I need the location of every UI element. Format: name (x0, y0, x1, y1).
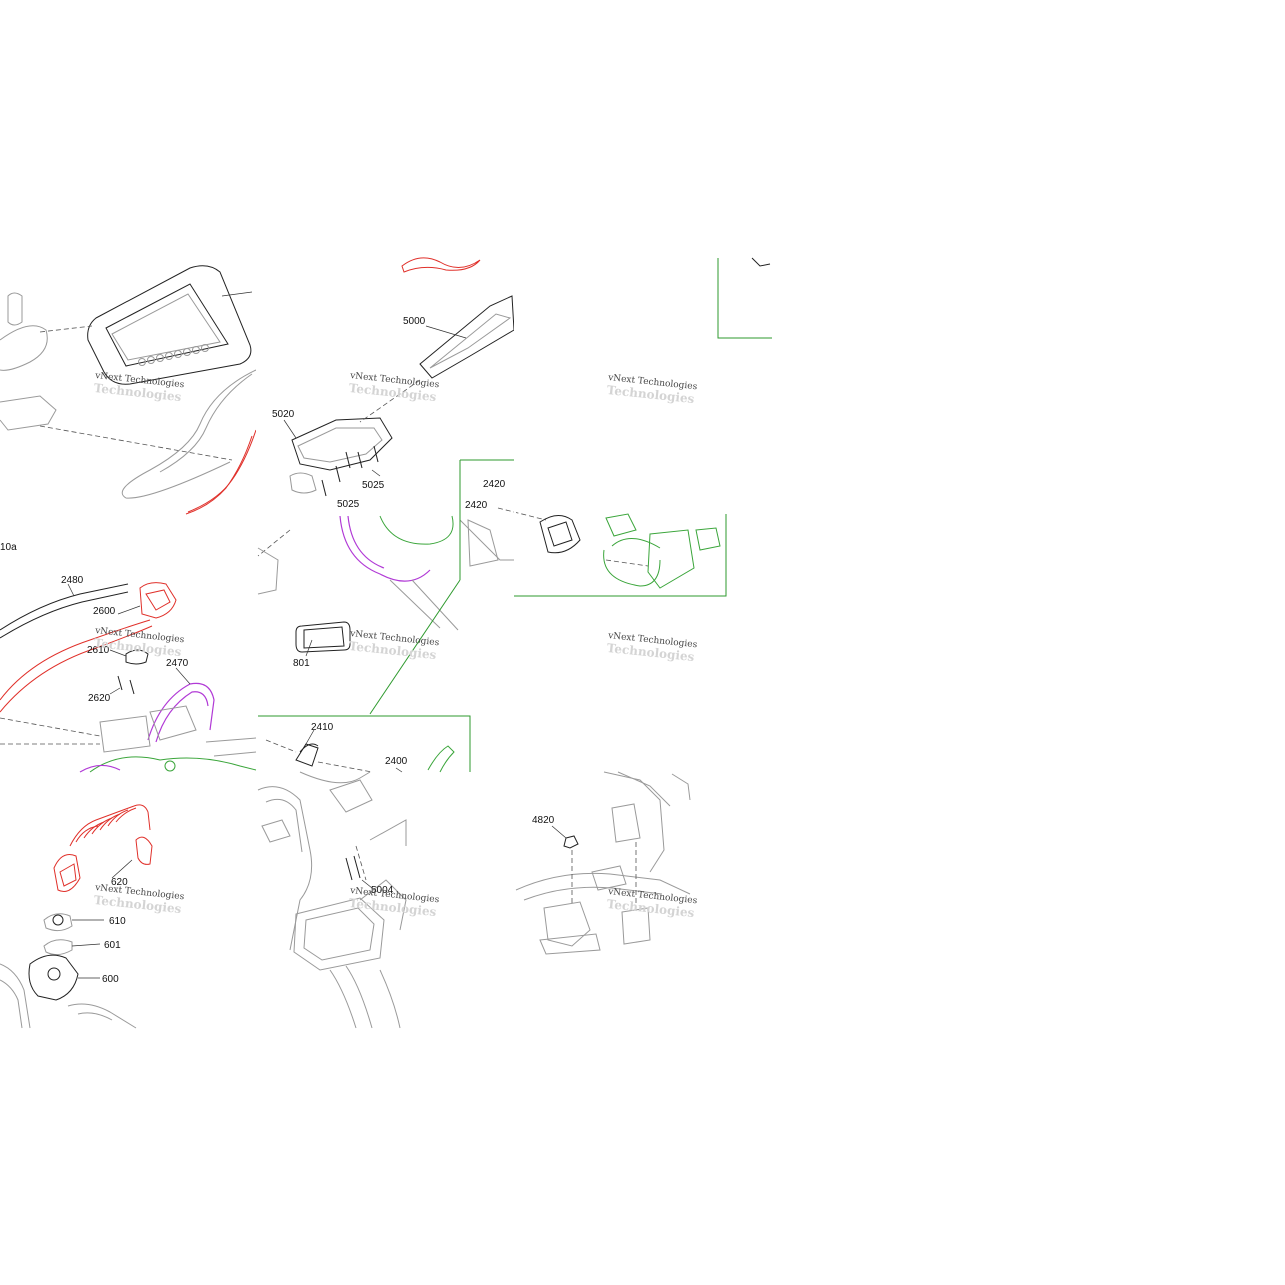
part-label-5000: 5000 (403, 316, 426, 327)
part-label-600: 600 (102, 974, 119, 985)
part-label-801: 801 (293, 658, 310, 669)
watermark: Technologies vNext Technologies (606, 631, 698, 664)
watermarks: Technologies vNext Technologies Technolo… (93, 371, 698, 920)
part-number-labels: 5000 5020 5025 5025 2420 2420 10a 2480 2… (0, 316, 555, 985)
part-label-601: 601 (104, 940, 121, 951)
part-label-10a: 10a (0, 542, 17, 553)
part-label-5025-lower: 5025 (337, 499, 360, 510)
part-label-2480: 2480 (61, 575, 84, 586)
watermark: Technologies vNext Technologies (606, 887, 698, 920)
switch-assembly-drawing (459, 257, 772, 597)
part-label-5020: 5020 (272, 409, 295, 420)
key-switch-drawing (0, 582, 257, 773)
part-label-2470: 2470 (166, 658, 189, 669)
part-label-2410: 2410 (311, 722, 334, 733)
part-label-5004: 5004 (371, 885, 394, 896)
tile-seams (256, 250, 516, 516)
part-label-4820: 4820 (532, 815, 555, 826)
watermark: Technologies vNext Technologies (348, 886, 440, 919)
frame-bracket-drawing (257, 771, 407, 1029)
watermark: Technologies vNext Technologies (93, 371, 185, 404)
control-module-drawing (258, 715, 471, 773)
tether-cord-drawing (0, 804, 153, 1029)
steering-column-drawing (257, 257, 515, 715)
part-label-610: 610 (109, 916, 126, 927)
watermark: Technologies vNext Technologies (348, 629, 440, 662)
watermark: Technologies vNext Technologies (606, 373, 698, 406)
part-label-620: 620 (111, 877, 128, 888)
relay-bracket-drawing (515, 771, 691, 955)
instrument-cluster-drawing (0, 265, 257, 515)
watermark: Technologies vNext Technologies (93, 883, 185, 916)
part-label-2420-upper: 2420 (483, 479, 506, 490)
part-label-2400: 2400 (385, 756, 408, 767)
part-label-2610: 2610 (87, 645, 110, 656)
part-label-2600: 2600 (93, 606, 116, 617)
part-label-2620: 2620 (88, 693, 111, 704)
watermark: Technologies vNext Technologies (348, 371, 440, 404)
part-label-5025-upper: 5025 (362, 480, 385, 491)
part-label-2420-lower: 2420 (465, 500, 488, 511)
